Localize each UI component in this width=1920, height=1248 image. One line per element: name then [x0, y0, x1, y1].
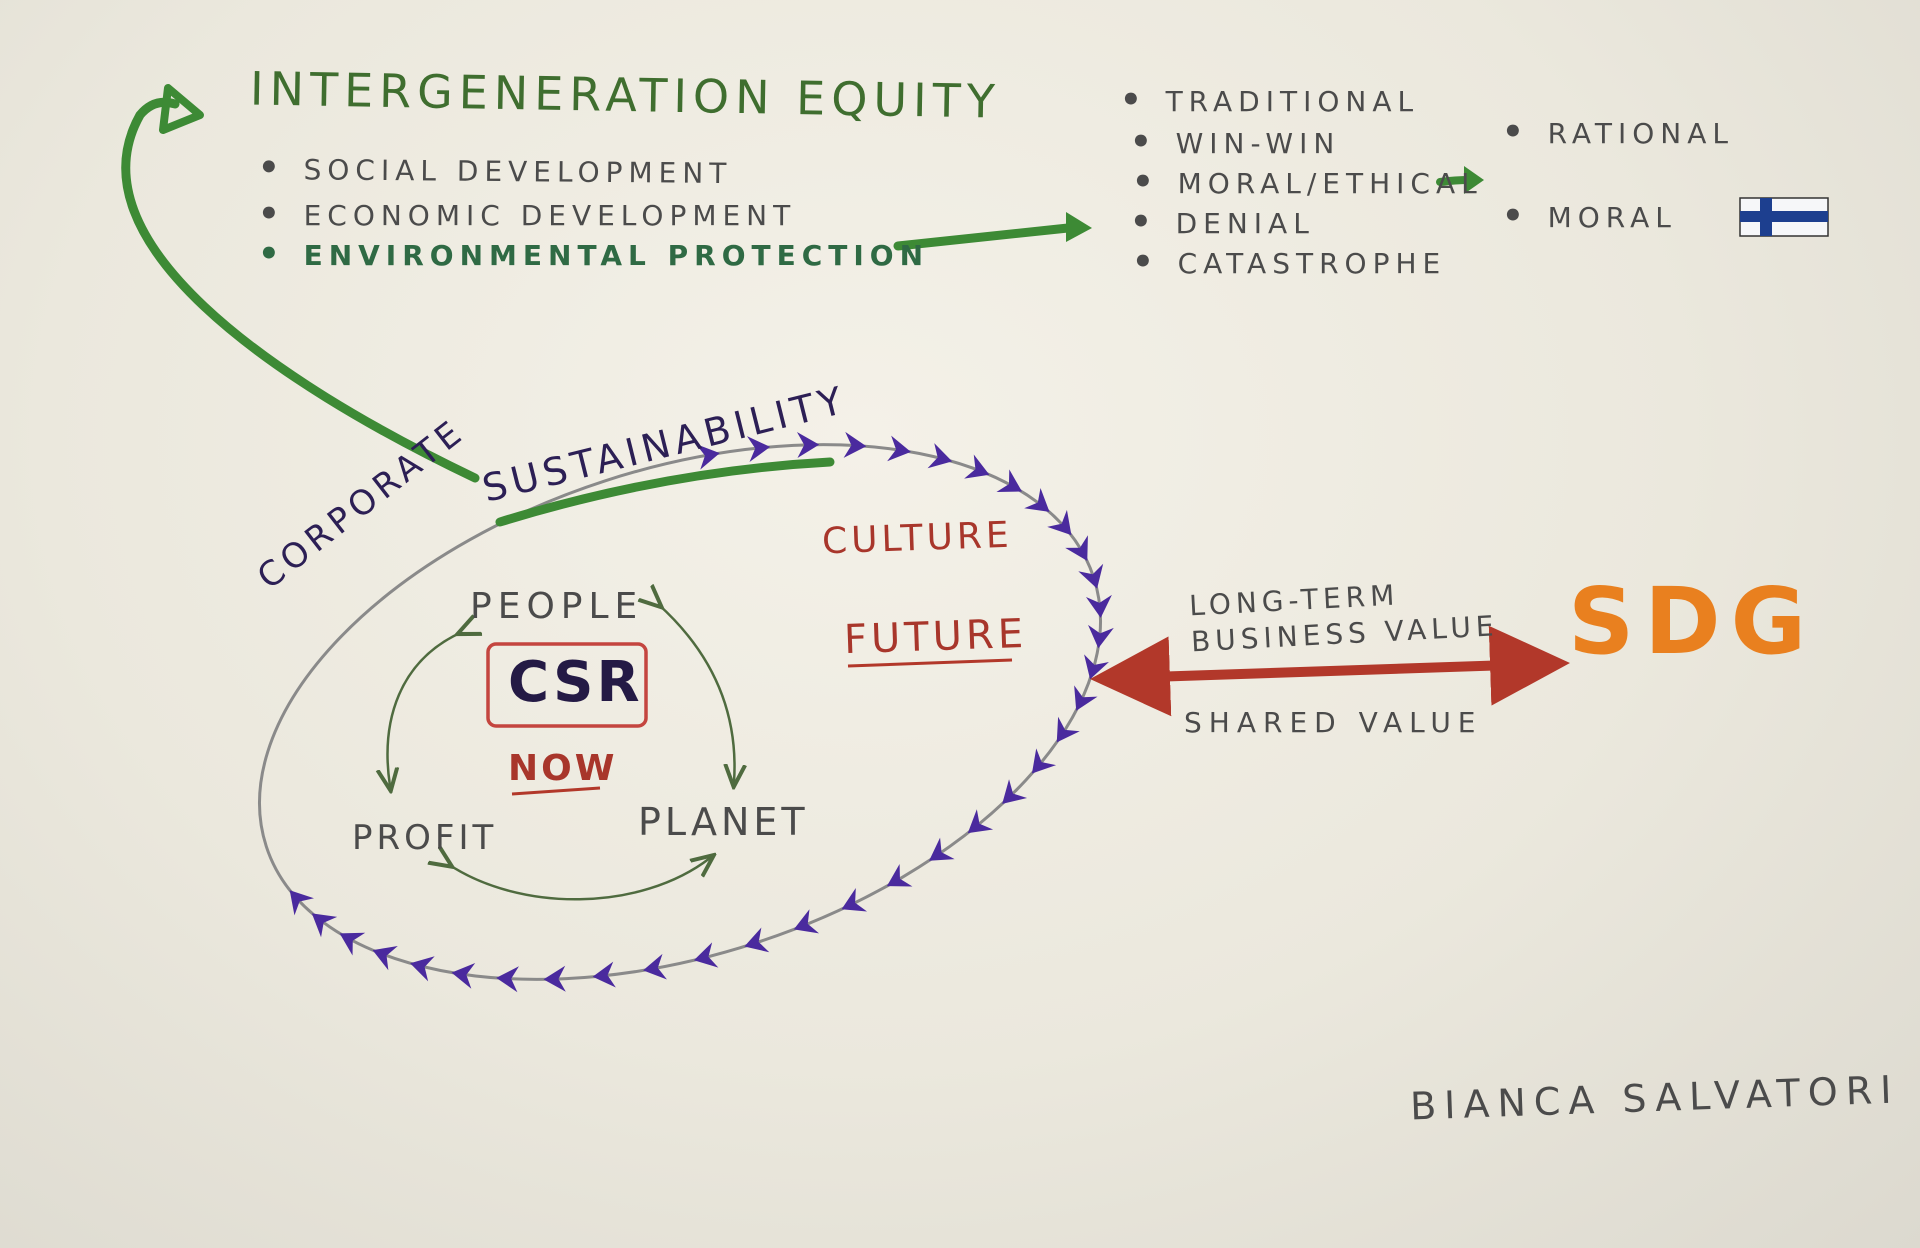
arrow-people-to-planet: [658, 604, 735, 782]
purple-chevron: [886, 863, 913, 887]
item-environmental-protection: ENVIRONMENTAL PROTECTION: [258, 234, 929, 274]
purple-chevron: [451, 963, 476, 989]
future-underline: [847, 658, 1013, 668]
purple-chevron: [1002, 779, 1028, 804]
label-planet: PLANET: [638, 800, 809, 844]
label-now: NOW: [508, 748, 618, 789]
item-moral-ethical: MORAL/ETHICAL: [1132, 162, 1483, 202]
label-future: FUTURE: [843, 610, 1028, 664]
purple-chevron: [695, 444, 720, 470]
purple-chevron: [843, 431, 867, 458]
finland-flag-icon: [1739, 197, 1829, 237]
green-arrow-to-title: [121, 97, 480, 483]
purple-chevron: [643, 953, 667, 980]
purple-chevron: [746, 436, 771, 463]
arrow-profit-to-planet: [448, 858, 710, 901]
purple-chevrons: [289, 431, 1114, 993]
item-win-win: WIN-WIN: [1130, 122, 1340, 162]
label-profit: PROFIT: [352, 818, 498, 858]
purple-chevron: [1084, 654, 1109, 680]
purple-chevron: [841, 887, 868, 912]
purple-chevron: [339, 932, 366, 956]
purple-chevron: [929, 837, 955, 861]
arrow-people-to-profit: [388, 632, 462, 786]
purple-chevron: [1085, 594, 1112, 618]
purple-chevron: [1024, 487, 1050, 512]
purple-chevron: [744, 927, 770, 953]
purple-chevron: [543, 965, 566, 992]
label-csr: CSR: [508, 650, 643, 715]
purple-chevron: [1078, 563, 1104, 589]
label-people: PEOPLE: [470, 586, 644, 627]
item-economic-development: ECONOMIC DEVELOPMENT: [258, 194, 796, 234]
now-underline: [511, 786, 601, 796]
purple-chevron: [372, 946, 398, 971]
red-double-arrow: [1090, 625, 1570, 717]
purple-chevron: [793, 909, 820, 934]
item-social-development: SOCIAL DEVELOPMENT: [258, 148, 733, 192]
purple-chevron: [887, 435, 911, 462]
item-rational: RATIONAL: [1502, 112, 1734, 152]
item-traditional: TRADITIONAL: [1120, 80, 1419, 120]
purple-chevron: [496, 966, 519, 993]
label-culture: CULTURE: [821, 514, 1014, 563]
green-arrow-head-env: [1066, 212, 1092, 242]
purple-chevron: [693, 942, 719, 968]
purple-chevron: [1056, 716, 1080, 743]
item-denial: DENIAL: [1130, 202, 1315, 242]
purple-chevron: [1074, 685, 1098, 711]
purple-chevron: [796, 432, 820, 459]
green-arrow-head-title: [159, 84, 204, 134]
purple-chevron: [927, 443, 953, 469]
purple-chevron: [996, 469, 1022, 492]
purple-chevron: [311, 913, 338, 938]
purple-chevron: [592, 961, 616, 988]
purple-chevron: [964, 454, 990, 479]
purple-chevron: [1031, 748, 1057, 774]
sustainability-underline: [495, 457, 835, 527]
label-sdg: SDG: [1568, 568, 1817, 675]
label-shared-value: SHARED VALUE: [1184, 706, 1483, 739]
purple-chevron: [410, 956, 435, 982]
purple-chevron: [1065, 535, 1088, 561]
purple-chevron: [967, 809, 994, 834]
item-catastrophe: CATASTROPHE: [1132, 242, 1446, 282]
item-moral: MORAL: [1502, 196, 1677, 236]
purple-chevron: [1047, 509, 1072, 536]
purple-chevron: [289, 890, 314, 916]
